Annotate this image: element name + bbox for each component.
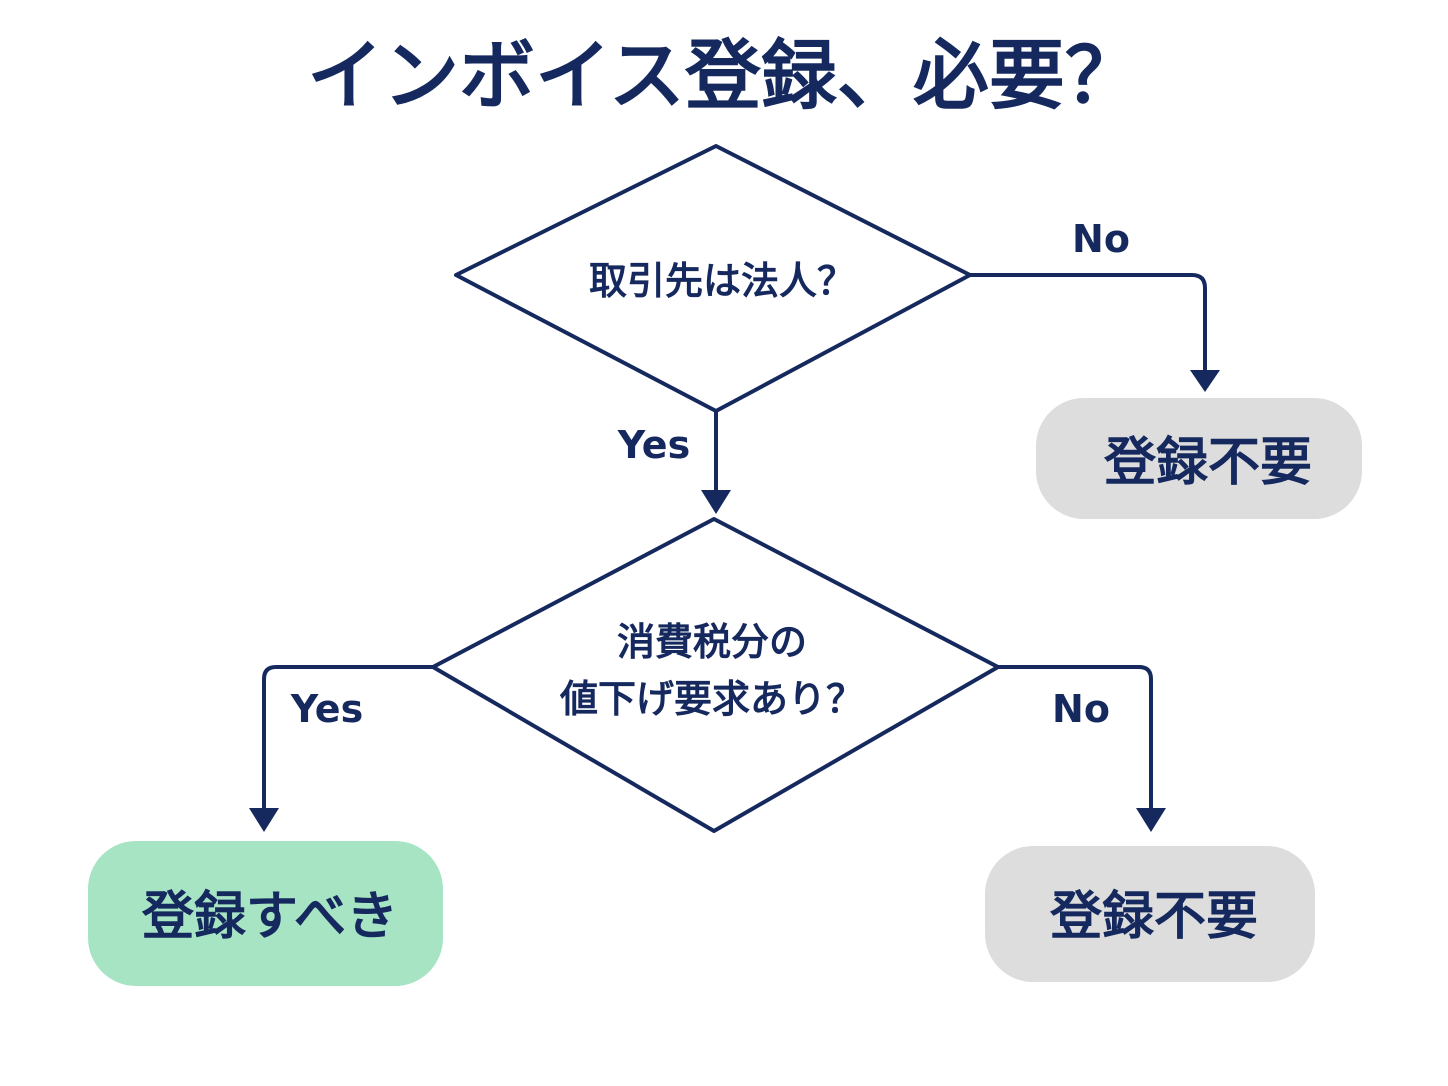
connector-q2-no bbox=[996, 665, 1153, 810]
decision-diamond-corporate-client bbox=[454, 144, 972, 413]
result-text-q1-no: 登録不要 bbox=[1103, 433, 1312, 493]
arrowhead-q2-no bbox=[1136, 808, 1166, 832]
result-text-q2-yes: 登録すべき bbox=[141, 887, 398, 947]
branch-label-q1-no: No bbox=[1072, 217, 1130, 261]
branch-label-q2-yes: Yes bbox=[290, 687, 363, 731]
decision-text-price-cut-line-1: 消費税分の bbox=[617, 620, 807, 664]
connectors bbox=[262, 273, 1207, 810]
decision-text-corporate-client: 取引先は法人？ bbox=[589, 259, 855, 303]
branch-label-q1-yes: Yes bbox=[617, 423, 690, 467]
branch-label-q2-no: No bbox=[1052, 687, 1110, 731]
result-box-q2-yes bbox=[88, 841, 443, 986]
result-box-q2-no bbox=[985, 846, 1315, 982]
connector-q2-yes bbox=[262, 665, 435, 810]
connector-q1-no bbox=[968, 273, 1207, 374]
result-box-q1-no bbox=[1036, 398, 1362, 519]
arrowheads bbox=[249, 370, 1220, 832]
arrowhead-q1-yes bbox=[701, 490, 731, 514]
arrowhead-q1-no bbox=[1190, 370, 1220, 392]
decision-diamond-price-cut-request bbox=[431, 517, 1000, 833]
result-text-q2-no: 登録不要 bbox=[1049, 887, 1258, 947]
decision-text-price-cut-line-2: 値下げ要求あり？ bbox=[559, 677, 864, 721]
page-title: インボイス登録、必要？ bbox=[307, 31, 1141, 120]
arrowhead-q2-yes bbox=[249, 808, 279, 832]
